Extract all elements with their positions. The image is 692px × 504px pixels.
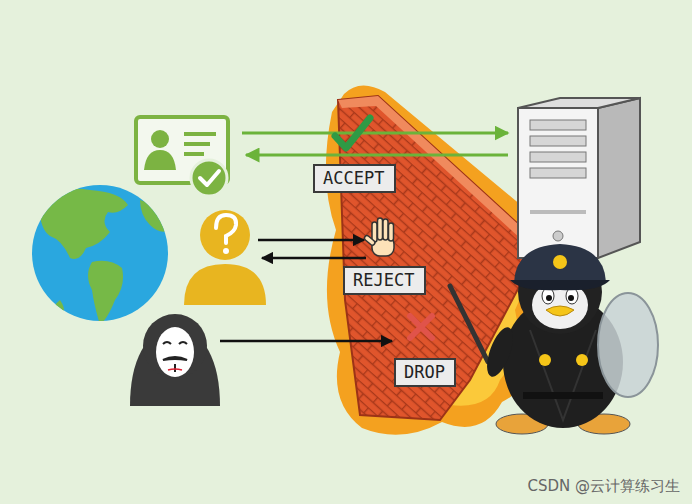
police-penguin-part [542,288,554,304]
server-tower-part [530,120,586,130]
police-penguin-part [450,286,488,362]
reject-arrows-part [258,239,364,242]
drop-arrow-part [220,340,392,343]
hacker-icon-part [156,327,194,377]
id-card-icon [136,117,228,196]
server-tower-part [518,108,598,258]
accept-arrows-part [335,118,370,148]
stop-hand-icon-part [378,218,383,240]
stop-hand-icon-part [383,219,388,240]
police-penguin-part [576,354,588,366]
drop-arrow-part [410,316,432,338]
accept-arrows-part [242,132,508,135]
server-tower-part [518,98,640,108]
accept-arrows-part [246,154,508,157]
id-card-icon-part [191,160,227,196]
globe-icon [32,185,170,325]
server-tower-part [530,168,586,178]
unknown-person-icon-part [223,248,229,254]
unknown-person-icon-part [216,215,236,243]
server-tower-part [530,210,586,214]
hacker-icon-part [143,314,207,378]
id-card-icon-part [200,171,219,185]
police-penguin-part [539,354,551,366]
hacker-icon-part [168,369,182,370]
police-penguin-part [482,324,519,380]
globe-icon-part-part [40,189,128,259]
hacker-icon-part [163,342,187,344]
server-tower [518,98,640,258]
action-label: ACCEPT [323,168,384,188]
accept-arrows [242,118,508,155]
drop-arrow [220,316,432,341]
id-card-icon-part [184,152,204,156]
server-tower-part [598,98,640,258]
unknown-person-icon-part [200,210,250,260]
brick-wall [338,96,530,420]
action-label-box: DROP [394,358,456,387]
action-label: DROP [404,362,445,382]
police-penguin-part [514,244,606,282]
server-tower-part [530,136,586,146]
globe-icon-part-part [52,300,64,320]
action-label-box: REJECT [343,266,426,295]
police-penguin-part [566,288,578,304]
id-card-icon-part [184,132,216,136]
globe-icon-part [40,189,170,325]
hacker-icon [130,314,220,406]
stop-hand-icon-part [363,235,375,247]
police-penguin-part [553,255,567,269]
reject-arrows-part [262,257,366,260]
unknown-person-icon-part [184,264,266,305]
watermark: CSDN @云计算练习生 [527,477,680,496]
police-penguin-part [598,293,658,397]
hacker-icon-part [174,364,176,372]
id-card-icon-part [184,142,210,146]
stop-hand-icon-part [389,223,394,241]
police-penguin-part [546,295,552,301]
server-tower-part [530,152,586,162]
unknown-person-icon [184,210,266,305]
server-tower-part [553,231,563,241]
police-penguin [450,244,658,434]
reject-arrows [258,240,366,258]
id-card-icon-part [144,150,176,170]
action-label: REJECT [353,270,414,290]
police-penguin-part [523,392,603,399]
hacker-icon-part [130,322,220,406]
id-card-icon-part [151,130,169,148]
action-label-box: ACCEPT [313,164,396,193]
police-penguin-part [546,306,574,316]
globe-icon-part-part [140,200,170,232]
globe-icon-part-part [88,261,123,325]
police-penguin-part [510,280,610,290]
brick-wall-part [338,96,530,420]
stop-hand-icon [363,218,394,256]
police-penguin-part [530,330,596,420]
police-penguin-part [568,295,574,301]
hacker-icon-part [163,357,187,360]
